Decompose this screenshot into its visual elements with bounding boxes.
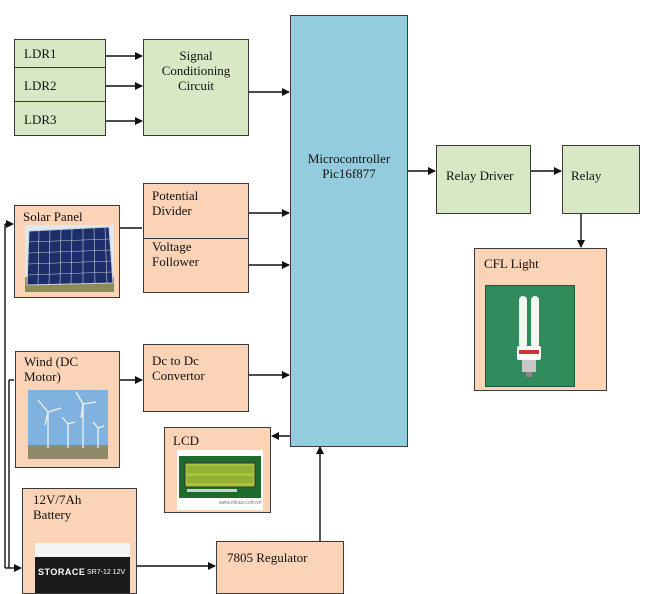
ldr1-block: LDR1 bbox=[14, 39, 106, 68]
wind-turbines-image bbox=[28, 390, 108, 459]
ldr3-label: LDR3 bbox=[24, 112, 57, 127]
dc-converter-block: Dc to Dc Convertor bbox=[143, 344, 249, 412]
microcontroller-line1: Microcontroller bbox=[291, 151, 407, 166]
wind-block: Wind (DC Motor) bbox=[15, 351, 120, 468]
regulator-label: 7805 Regulator bbox=[227, 550, 308, 565]
voltage-follower-line2: Follower bbox=[152, 254, 240, 269]
lcd-image: www.elinux.com.vn bbox=[177, 450, 263, 510]
microcontroller-line2: Pic16f877 bbox=[291, 166, 407, 181]
solar-panel-image bbox=[25, 225, 114, 292]
signal-conditioning-line2: Conditioning bbox=[144, 63, 248, 78]
battery-block: 12V/7Ah Battery STORACE SR7-12 12V bbox=[22, 488, 137, 594]
potential-divider-block: Potential Divider bbox=[143, 183, 249, 239]
cfl-light-block: CFL Light bbox=[474, 248, 607, 391]
signal-conditioning-block: Signal Conditioning Circuit bbox=[143, 39, 249, 136]
relay-block: Relay bbox=[562, 145, 640, 214]
lcd-image-caption: www.elinux.com.vn bbox=[219, 500, 262, 506]
relay-driver-block: Relay Driver bbox=[436, 145, 531, 214]
relay-driver-label: Relay Driver bbox=[446, 168, 514, 183]
lcd-label: LCD bbox=[173, 433, 199, 448]
cfl-bulb-image bbox=[485, 285, 575, 387]
ldr2-block: LDR2 bbox=[14, 67, 106, 102]
solar-panel-label: Solar Panel bbox=[23, 209, 83, 224]
microcontroller-block: Microcontroller Pic16f877 bbox=[290, 15, 408, 447]
voltage-follower-block: Voltage Follower bbox=[143, 238, 249, 293]
regulator-block: 7805 Regulator bbox=[216, 541, 344, 594]
ldr3-block: LDR3 bbox=[14, 101, 106, 136]
battery-brand-text: STORACE bbox=[38, 565, 85, 580]
battery-model-text: SR7-12 12V bbox=[87, 565, 125, 580]
signal-conditioning-line3: Circuit bbox=[144, 78, 248, 93]
voltage-follower-line1: Voltage bbox=[152, 239, 240, 254]
ldr1-label: LDR1 bbox=[24, 46, 57, 61]
battery-image: STORACE SR7-12 12V bbox=[35, 543, 130, 593]
dc-converter-line1: Dc to Dc bbox=[152, 353, 240, 368]
signal-conditioning-line1: Signal bbox=[144, 48, 248, 63]
ldr2-label: LDR2 bbox=[24, 78, 57, 93]
dc-converter-line2: Convertor bbox=[152, 368, 240, 383]
potential-divider-line2: Divider bbox=[152, 203, 240, 218]
battery-line2: Battery bbox=[33, 507, 126, 522]
lcd-block: LCD www.elinux.com.vn bbox=[164, 427, 271, 513]
wind-line1: Wind (DC bbox=[24, 354, 111, 369]
wind-line2: Motor) bbox=[24, 369, 111, 384]
cfl-light-label: CFL Light bbox=[484, 256, 539, 271]
potential-divider-line1: Potential bbox=[152, 188, 240, 203]
solar-panel-block: Solar Panel bbox=[14, 205, 120, 298]
battery-line1: 12V/7Ah bbox=[33, 492, 126, 507]
relay-label: Relay bbox=[571, 168, 601, 183]
